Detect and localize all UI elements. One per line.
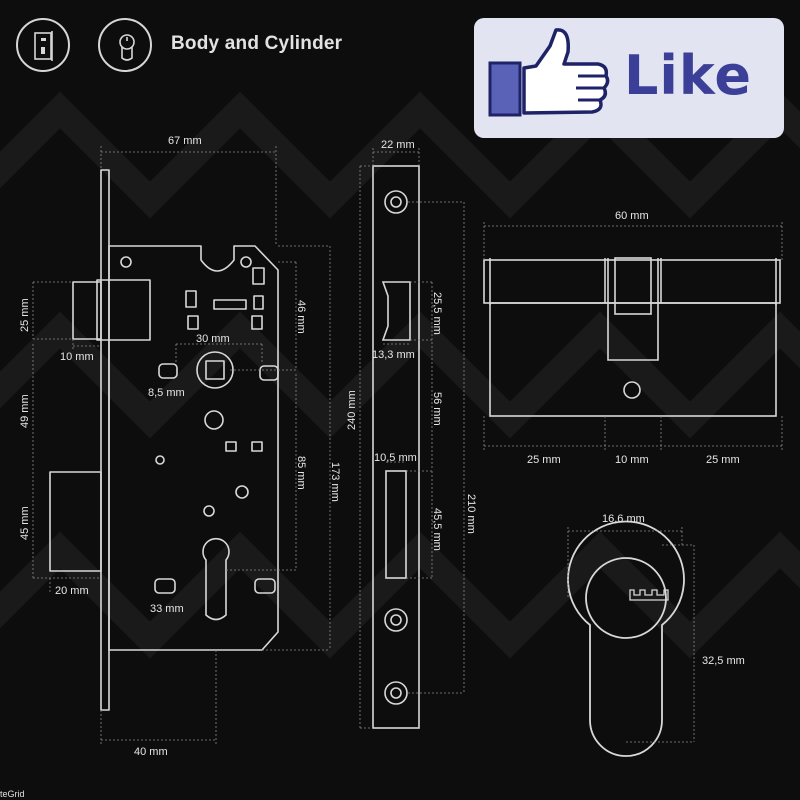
faceplate-labels: 22 mm 240 mm 25,5 mm 13,3 mm 56 mm 10,5 … (346, 139, 477, 551)
profile-outline (567, 520, 685, 757)
dim-deadbolt-height: 45 mm (19, 506, 31, 540)
dim-small-hole: 8,5 mm (148, 387, 185, 399)
cylinder-profile (567, 520, 685, 757)
dim-deadbolt-opening-width: 10,5 mm (374, 452, 417, 464)
screw-hole (240, 256, 252, 268)
cylinder-profile-labels: 16,6 mm 32,5 mm (602, 513, 745, 667)
latch-housing (96, 279, 151, 341)
lock-case (108, 245, 279, 651)
dim-spindle-to-cylinder: 85 mm (295, 456, 307, 490)
faceplate-screw (384, 608, 408, 632)
deadbolt (49, 471, 102, 572)
like-badge[interactable]: Like (474, 18, 784, 138)
dim-body-height: 173 mm (329, 462, 341, 502)
lock-body (49, 169, 279, 711)
dim-deadbolt-opening-height: 45,5 mm (431, 508, 443, 551)
slot (187, 315, 199, 330)
dim-latch-opening-height: 25,5 mm (431, 292, 443, 335)
faceplate-outline (372, 165, 420, 729)
dim-latch-opening-width: 13,3 mm (372, 349, 415, 361)
keyway (629, 589, 669, 601)
rivet-hole (155, 455, 165, 465)
small-hole (254, 578, 276, 594)
dim-profile-height: 32,5 mm (702, 655, 745, 667)
slot (251, 441, 263, 452)
dim-latch-height: 25 mm (19, 298, 31, 332)
dim-latch-to-spindle: 46 mm (295, 300, 307, 334)
dim-spindle-offset: 30 mm (196, 333, 230, 345)
lock-body-icon (16, 18, 70, 72)
dim-cylinder-cam: 10 mm (615, 454, 649, 466)
faceplate (372, 165, 420, 729)
dim-opening-gap: 56 mm (431, 392, 443, 426)
dim-cylinder-length: 60 mm (615, 210, 649, 222)
cylinder-upper (483, 259, 781, 304)
cylinder-side (483, 257, 781, 417)
dim-faceplate-width: 22 mm (381, 139, 415, 151)
cylinder-body (489, 302, 777, 417)
dim-cylinder-right: 25 mm (706, 454, 740, 466)
cylinder-screw-hole (623, 381, 641, 399)
slot (252, 267, 265, 285)
lock-forend (100, 169, 110, 711)
cam-slot (607, 258, 659, 361)
deadbolt-opening (385, 470, 407, 579)
dim-cylinder-left: 25 mm (527, 454, 561, 466)
slot (225, 441, 237, 452)
latch-bolt (72, 281, 102, 340)
faceplate-screw (384, 190, 408, 214)
profile-plug (585, 557, 667, 639)
rivet-hole (203, 505, 215, 517)
screw-hole (120, 256, 132, 268)
dim-faceplate-length: 240 mm (346, 390, 358, 430)
dim-screw-spacing: 210 mm (465, 494, 477, 534)
cylinder-hole (202, 537, 230, 621)
cylinder-icon (98, 18, 152, 72)
dim-profile-diameter: 16,6 mm (602, 513, 645, 525)
rivet-hole (204, 410, 224, 430)
dim-backset: 40 mm (134, 746, 168, 758)
small-hole (259, 365, 279, 381)
dim-cylinder-hole: 33 mm (150, 603, 184, 615)
small-hole (158, 363, 178, 379)
spindle-hub (196, 351, 234, 389)
dim-deadbolt-throw: 20 mm (55, 585, 89, 597)
spindle-square (205, 360, 225, 380)
faceplate-screw (384, 681, 408, 705)
dim-spindle-to-deadbolt: 49 mm (19, 394, 31, 428)
slot (213, 299, 247, 310)
rivet-hole (235, 485, 249, 499)
page-title: Body and Cylinder (171, 33, 343, 54)
cam (614, 257, 652, 315)
lock-body-labels: 67 mm 25 mm 10 mm 30 mm 46 mm 8,5 mm 49 … (19, 135, 341, 758)
slot (251, 315, 263, 330)
dim-body-width: 67 mm (168, 135, 202, 147)
cylinder-side-labels: 60 mm 25 mm 10 mm 25 mm (527, 210, 740, 466)
thumbs-up-icon (488, 28, 610, 117)
small-hole (154, 578, 176, 594)
latch-opening (381, 281, 411, 341)
dim-latch-depth: 10 mm (60, 351, 94, 363)
watermark: teGrid (0, 789, 25, 799)
slot (253, 295, 264, 310)
slot (185, 290, 197, 308)
like-label: Like (624, 44, 753, 107)
